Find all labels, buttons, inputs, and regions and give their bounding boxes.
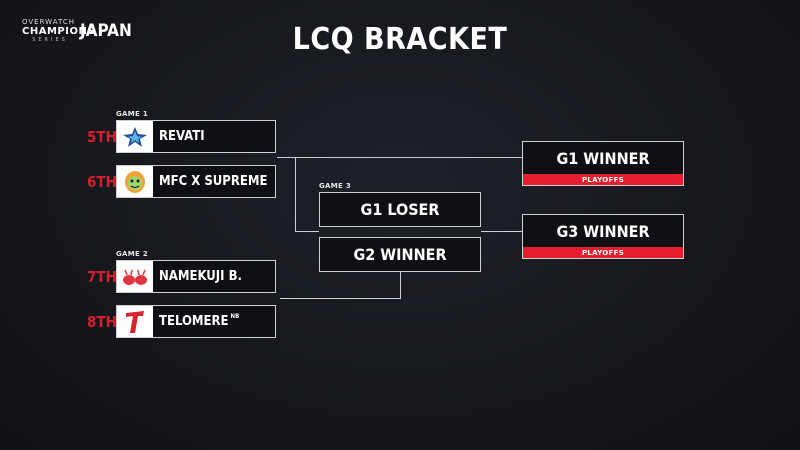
seed-5th: 5TH xyxy=(87,128,117,146)
overwatch-champions-series-japan-logo: OVERWATCH CHAMPIONS SERIES JAPAN xyxy=(22,18,132,43)
page-title: LCQ BRACKET xyxy=(292,22,508,57)
connector-g1-horizontal xyxy=(277,157,522,158)
connector-g2-horizontal xyxy=(280,298,401,299)
result-g1-winner: G1 WINNER PLAYOFFS xyxy=(522,141,684,186)
result-g1-winner-name: G1 WINNER xyxy=(556,148,650,168)
telomere-t-logo-icon xyxy=(117,306,153,337)
connector-g2-vertical xyxy=(400,271,401,299)
logo-line1: OVERWATCH xyxy=(22,18,75,26)
result-g3-winner: G3 WINNER PLAYOFFS xyxy=(522,214,684,259)
seed-7th: 7TH xyxy=(87,268,117,286)
namekuji-slugs-logo-icon xyxy=(117,261,153,292)
seed-6th: 6TH xyxy=(87,173,117,191)
logo-line2: CHAMPIONS xyxy=(22,26,96,37)
team-mfc-x-supreme: MFC X SUPREME xyxy=(116,165,276,198)
team-name-telomere-text: TELOMERE xyxy=(159,314,229,329)
game1-label: GAME 1 xyxy=(116,110,149,118)
game2-label: GAME 2 xyxy=(116,250,149,258)
revati-star-logo-icon xyxy=(117,121,153,152)
team-name-mfc-x-supreme: MFC X SUPREME xyxy=(159,174,268,189)
team-name-revati: REVATI xyxy=(159,129,205,144)
team-namekuji-b: NAMEKUJI B. xyxy=(116,260,276,293)
connector-g1-to-g3-vertical xyxy=(295,157,296,231)
result-g3-winner-tag: PLAYOFFS xyxy=(523,247,683,258)
result-g3-winner-name: G3 WINNER xyxy=(556,221,650,241)
connector-g3-to-winner xyxy=(481,231,522,232)
connector-g1-to-g3-horizontal xyxy=(295,231,319,232)
logo-line3: SERIES xyxy=(32,37,68,43)
logo-region: JAPAN xyxy=(80,21,132,41)
game3-label: GAME 3 xyxy=(319,182,352,190)
seed-8th: 8TH xyxy=(87,313,117,331)
team-name-telomere-suffix: NB xyxy=(230,313,240,320)
team-telomere: TELOMERE NB xyxy=(116,305,276,338)
team-revati: REVATI xyxy=(116,120,276,153)
team-name-namekuji-b: NAMEKUJI B. xyxy=(159,269,242,284)
game3-slot-g2-winner: G2 WINNER xyxy=(319,237,481,272)
team-name-telomere: TELOMERE NB xyxy=(153,306,239,337)
result-g1-winner-tag: PLAYOFFS xyxy=(523,174,683,185)
mfc-supreme-mascot-logo-icon xyxy=(117,166,153,197)
game3-slot-g1-loser: G1 LOSER xyxy=(319,192,481,227)
